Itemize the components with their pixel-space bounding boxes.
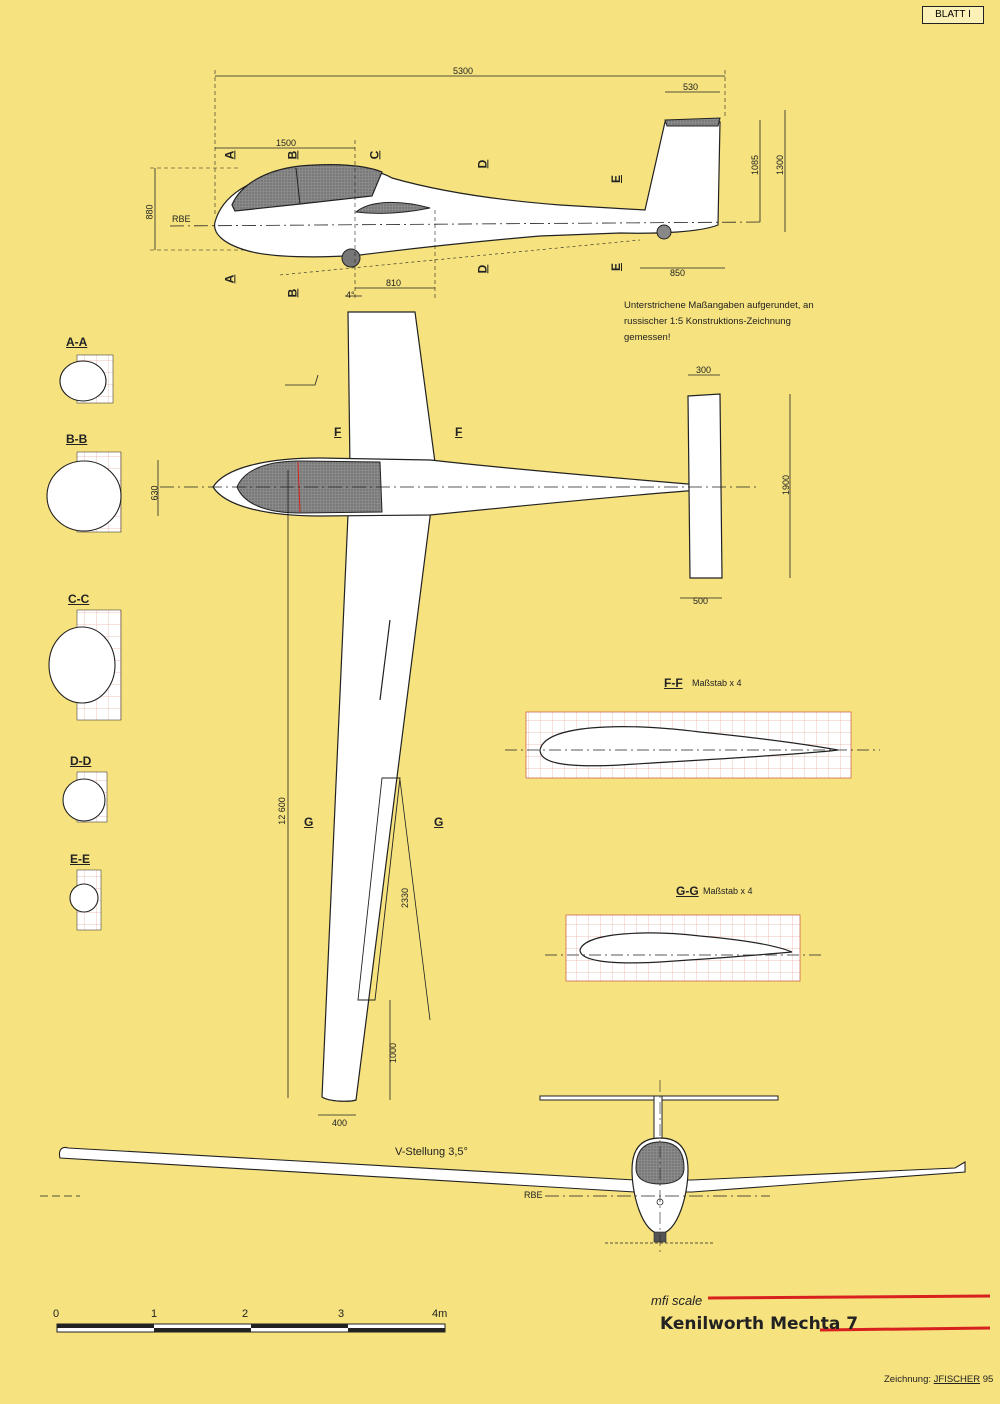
dim-cockpit: 1500	[276, 138, 297, 148]
dim-stab-tip: 500	[693, 596, 709, 606]
dim-span: 12 600	[276, 797, 287, 825]
section-c-top: C	[367, 150, 382, 160]
side-wing-root	[354, 201, 431, 214]
label-e-e: E-E	[70, 852, 91, 866]
front-wing	[58, 1146, 966, 1193]
airfoil-gg	[579, 932, 793, 964]
dim-fin-height: 1085	[750, 154, 761, 176]
dim-stab-span: 1900	[781, 474, 792, 496]
measurement-note: Unterstrichene Maßangaben aufgerundet, a…	[624, 300, 814, 343]
section-g-left: G	[304, 815, 314, 829]
label-g-g: G-G	[676, 884, 699, 898]
dim-fin-top: 530	[683, 82, 699, 92]
label-c-c: C-C	[68, 592, 90, 606]
dim-length: 5300	[453, 66, 474, 76]
brand-label: mfi scale	[651, 1293, 703, 1308]
section-e-top: E	[609, 174, 624, 184]
top-view	[157, 311, 791, 1116]
title-accent-lines	[707, 1294, 991, 1332]
drawing-title: Kenilworth Mechta 7	[660, 1314, 859, 1334]
sheet-label: BLATT I	[922, 6, 984, 24]
section-a-top: A	[222, 150, 237, 160]
dim-aileron: 2330	[400, 887, 411, 909]
drawn-by: Zeichnung: JFISCHER 95	[884, 1374, 993, 1385]
section-a-bottom: A	[222, 274, 237, 284]
section-d-bottom: D	[475, 264, 490, 274]
section-b-bottom: B	[285, 288, 300, 298]
drawn-by-label: Zeichnung:	[884, 1374, 932, 1385]
cross-sections	[46, 354, 122, 931]
scale-g-g: Maßstab x 4	[703, 886, 753, 896]
dim-tip-chord: 400	[332, 1118, 348, 1128]
dim-tip: 1000	[388, 1042, 399, 1064]
label-d-d: D-D	[70, 754, 92, 768]
section-e-bottom: E	[609, 262, 624, 272]
side-canopy	[231, 164, 383, 212]
section-d-top: D	[475, 159, 490, 169]
front-view	[40, 1080, 966, 1255]
tail-wheel	[656, 224, 672, 240]
dim-fin-base: 850	[670, 268, 686, 278]
scale-f-f: Maßstab x 4	[692, 678, 742, 688]
rbe-front: RBE	[524, 1190, 543, 1200]
section-b-shape	[46, 460, 122, 532]
top-stabilizer	[687, 393, 723, 579]
dihedral-label: V-Stellung 3,5°	[395, 1146, 468, 1158]
scale-tick-1: 1	[151, 1308, 158, 1320]
drawn-by-name: JFISCHER	[933, 1374, 981, 1385]
scale-bar	[56, 1323, 446, 1333]
airfoils	[505, 711, 880, 982]
section-f-left: F	[334, 425, 342, 439]
section-f-right: F	[455, 425, 463, 439]
dim-stab-chord: 300	[696, 365, 712, 375]
section-g-right: G	[434, 815, 444, 829]
dim-angle: 4°	[346, 290, 355, 300]
section-b-top: B	[285, 150, 300, 160]
dim-total-height: 1300	[775, 154, 786, 176]
section-e-shape	[69, 883, 99, 913]
scale-tick-4: 4m	[432, 1308, 448, 1320]
scale-tick-2: 2	[242, 1308, 249, 1320]
dim-height: 880	[144, 204, 155, 220]
side-view	[150, 70, 786, 300]
scale-tick-3: 3	[338, 1308, 345, 1320]
section-c-shape	[48, 626, 116, 704]
rbe-side: RBE	[172, 214, 191, 224]
dim-wheel: 810	[386, 278, 402, 288]
label-a-a: A-A	[66, 335, 88, 349]
section-d-shape	[62, 778, 106, 822]
dim-fuse-width: 630	[149, 485, 160, 501]
main-wheel	[341, 248, 361, 268]
label-f-f: F-F	[664, 676, 683, 690]
drawn-by-year: 95	[982, 1374, 994, 1385]
label-b-b: B-B	[66, 432, 88, 446]
section-a-shape	[59, 360, 107, 402]
scale-tick-0: 0	[53, 1308, 60, 1320]
